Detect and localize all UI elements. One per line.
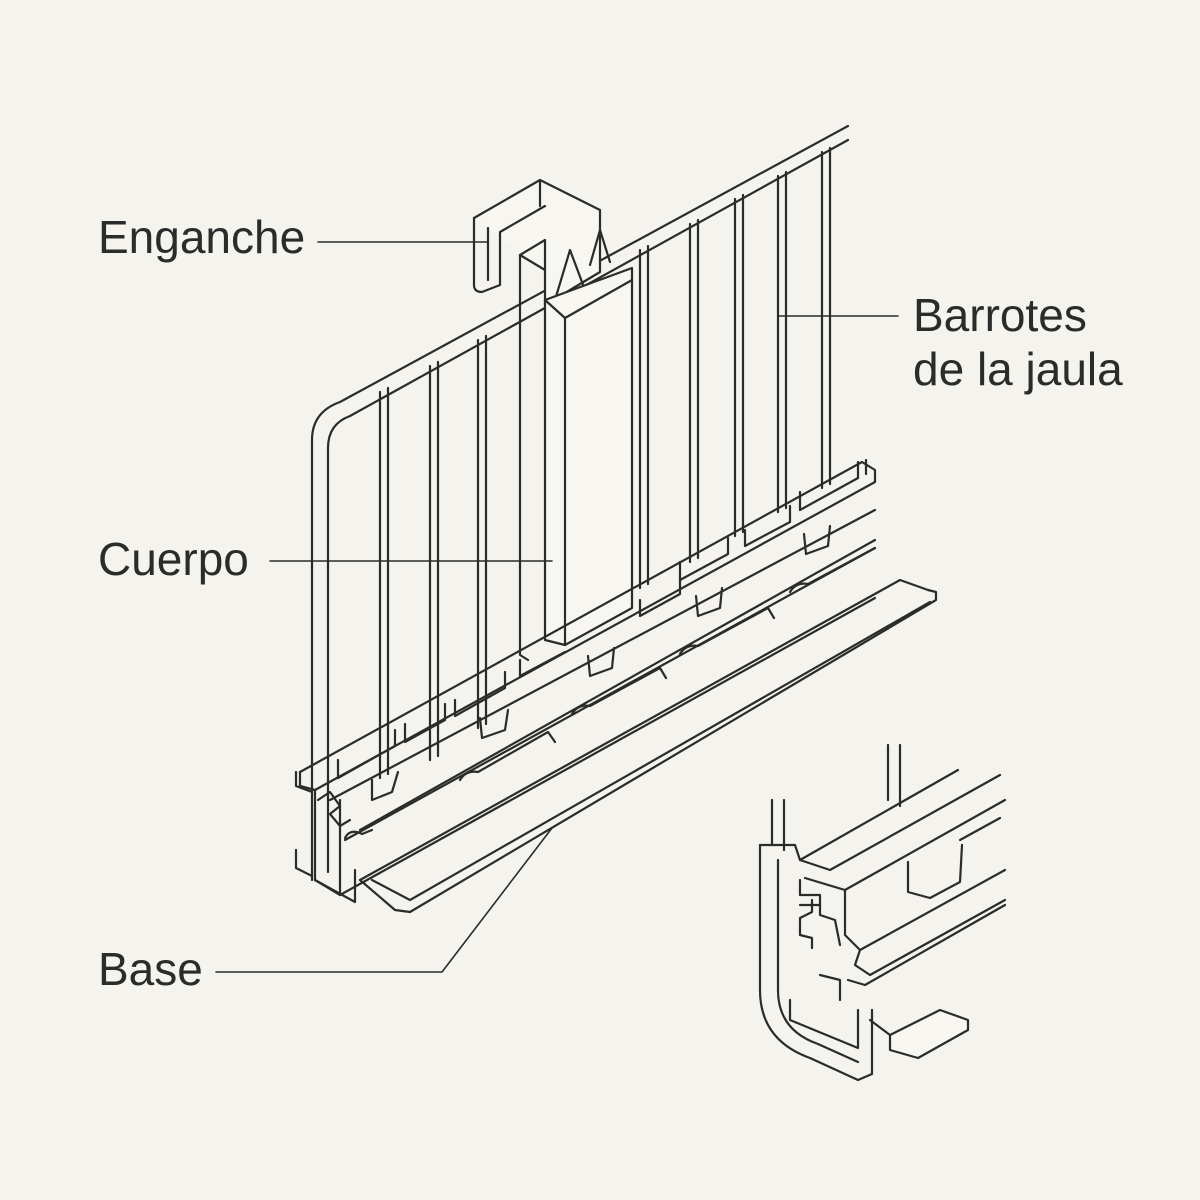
leader-base: [215, 827, 553, 973]
label-hook: Enganche: [98, 211, 306, 263]
feeder-body: [543, 266, 634, 647]
cage-bars: [310, 124, 850, 882]
label-cage-bars-line1: Barrotes: [913, 289, 1087, 341]
label-cage-bars-line2: de la jaula: [913, 343, 1123, 395]
label-cage-bars: Barrotes de la jaula: [913, 288, 1123, 396]
feeder-base: [294, 458, 938, 914]
leader-lines: [215, 241, 899, 973]
profile-detail-inset: [758, 743, 1007, 1082]
label-body: Cuerpo: [98, 533, 249, 585]
label-base: Base: [98, 943, 203, 995]
hook: [472, 178, 612, 662]
